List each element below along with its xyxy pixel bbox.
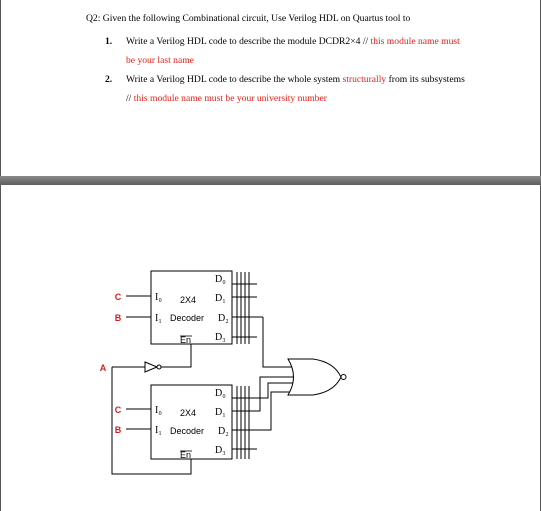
decoder-1-i1-label: I₁ <box>155 313 162 324</box>
decoder-2-d0-label: D₀ <box>215 388 226 399</box>
wire-d2-to-gate-1 <box>262 317 303 368</box>
wire-not-a-to-en1 <box>161 344 192 368</box>
decoder-1-d3-label: D₃ <box>215 332 226 343</box>
decoder-1-enable-label: En <box>180 335 191 345</box>
wire-d1-to-gate-2 <box>232 376 303 412</box>
decoder-2-i1-label: I₁ <box>155 425 162 436</box>
document-page-bottom <box>0 185 541 511</box>
decoder-1-label-c: C <box>115 292 122 302</box>
item-1-text: Write a Verilog HDL code to describe the… <box>126 36 460 48</box>
decoder-1-label-b: B <box>115 313 122 323</box>
not-gate-bubble <box>156 364 162 370</box>
document-page-top: Q2: Given the following Combinational ci… <box>0 0 541 176</box>
wire-d0-to-gate-3 <box>244 382 303 399</box>
item-2-continuation-black: // <box>126 93 134 104</box>
decoder-2-i0-label: I₀ <box>155 405 162 416</box>
item-1-text-red: this module name must <box>370 36 460 47</box>
nor-gate <box>287 358 342 396</box>
not-gate-a <box>144 361 159 373</box>
decoder-2-d3-label: D₃ <box>215 445 226 456</box>
decoder-2-d1-label: D₁ <box>215 407 226 418</box>
page-divider <box>0 176 541 185</box>
decoder-1-d1-label: D₁ <box>215 293 226 304</box>
item-2-number: 2. <box>105 74 113 85</box>
decoder-1-i0-label: I₀ <box>155 292 162 303</box>
item-2-continuation: // this module name must be your univers… <box>126 93 327 105</box>
item-1-number: 1. <box>105 36 113 47</box>
decoder-1-title: 2X4 <box>180 295 196 305</box>
decoder-2-subtitle: Decoder <box>170 426 204 436</box>
decoder-2-label-b: B <box>115 425 122 435</box>
item-2-continuation-red: this module name must be your university… <box>133 93 327 104</box>
decoder-1-d2-label: D₂ <box>218 313 229 324</box>
item-2-text: Write a Verilog HDL code to describe the… <box>126 74 465 86</box>
input-label-a: A <box>100 363 107 373</box>
nor-gate-bubble <box>340 374 347 380</box>
item-2-text-after: from its subsystems <box>386 74 465 85</box>
item-1-continuation: be your last name <box>126 55 194 66</box>
item-2-text-black: Write a Verilog HDL code to describe the… <box>126 74 343 85</box>
item-2-text-red: structurally <box>342 74 387 85</box>
decoder-1-d0-label: D₀ <box>215 274 226 285</box>
decoder-2-enable-label: En <box>180 450 191 460</box>
decoder-2-title: 2X4 <box>180 408 196 418</box>
decoder-2-label-c: C <box>115 405 122 415</box>
decoder-2-d2-label: D₂ <box>218 426 229 437</box>
question-heading: Q2: Given the following Combinational ci… <box>86 13 411 24</box>
item-1-text-black: Write a Verilog HDL code to describe the… <box>126 36 371 47</box>
wire-d2b-to-gate-4 <box>232 391 303 431</box>
wire-a-to-en2 <box>111 367 192 475</box>
decoder-1-subtitle: Decoder <box>170 313 204 323</box>
